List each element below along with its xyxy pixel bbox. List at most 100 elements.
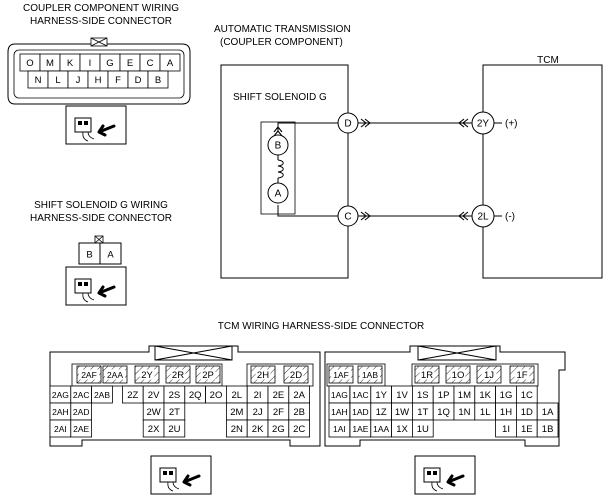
- connector-pin-1g: 1G: [495, 385, 517, 404]
- svg-text:2K: 2K: [252, 424, 264, 435]
- svg-text:1AE: 1AE: [352, 424, 368, 434]
- connector-pin-1aa: 1AA: [370, 419, 392, 438]
- svg-text:1B: 1B: [542, 424, 554, 435]
- svg-text:1F: 1F: [516, 370, 527, 381]
- svg-text:D: D: [135, 75, 142, 86]
- solenoid-connector: B A: [78, 235, 122, 265]
- connector-pin-2k: 2K: [246, 419, 269, 438]
- connector-pin-2ag: 2AG: [49, 385, 72, 404]
- svg-text:1AC: 1AC: [352, 390, 369, 400]
- coupler-connector-title-2: HARNESS-SIDE CONNECTOR: [30, 16, 172, 27]
- connector-pin-2ad: 2AD: [70, 402, 93, 421]
- connector-pin-2i: 2I: [246, 385, 269, 404]
- connector-pin-h: H: [87, 70, 109, 89]
- connector-pin-2ae: 2AE: [70, 419, 93, 438]
- svg-text:1Z: 1Z: [376, 407, 387, 418]
- connector-pin-2ac: 2AC: [70, 385, 93, 404]
- svg-text:2O: 2O: [210, 390, 223, 401]
- svg-text:I: I: [89, 58, 92, 69]
- connector-pin-2c: 2C: [288, 419, 310, 438]
- svg-text:J: J: [76, 75, 81, 86]
- svg-text:1AH: 1AH: [331, 407, 348, 417]
- svg-text:1X: 1X: [396, 424, 408, 435]
- svg-text:2U: 2U: [168, 424, 180, 435]
- connector-pin-2s: 2S: [163, 385, 186, 404]
- connector-pin-2ai: 2AI: [49, 419, 72, 438]
- connector-pin-1q: 1Q: [432, 402, 455, 421]
- connector-pin-1x: 1X: [391, 419, 413, 438]
- automatic-transmission-label: AUTOMATIC TRANSMISSION: [214, 24, 351, 35]
- polarity-negative: (-): [505, 212, 515, 223]
- svg-text:2W: 2W: [146, 407, 160, 418]
- svg-text:2Y: 2Y: [477, 119, 490, 130]
- svg-text:1Y: 1Y: [375, 390, 387, 401]
- svg-text:1V: 1V: [396, 390, 408, 401]
- coupler-component-label: (COUPLER COMPONENT): [220, 37, 343, 48]
- connector-pin-2j: 2J: [246, 402, 269, 421]
- solenoid-connector-pin-b: B: [86, 250, 92, 261]
- svg-text:1L: 1L: [480, 407, 491, 418]
- connector-pin-k: K: [59, 53, 81, 72]
- svg-text:1G: 1G: [500, 390, 513, 401]
- connector-view-icon: [150, 455, 212, 495]
- automatic-transmission-box: [220, 64, 349, 279]
- connector-pin-d: D: [127, 70, 149, 89]
- connector-pin-a: A: [159, 53, 181, 72]
- svg-text:1R: 1R: [421, 370, 433, 381]
- svg-text:1P: 1P: [438, 390, 450, 401]
- tcm-connector-left: [49, 345, 321, 447]
- svg-text:O: O: [26, 58, 33, 69]
- connector-pin-1t: 1T: [411, 402, 434, 421]
- svg-text:1M: 1M: [458, 390, 471, 401]
- svg-text:1O: 1O: [452, 370, 465, 381]
- coupler-connector-title-1: COUPLER COMPONENT WIRING: [23, 3, 179, 14]
- connector-pin-1b: 1B: [536, 419, 559, 438]
- tcm-terminal-2y: 2Y: [471, 111, 495, 135]
- svg-text:2N: 2N: [231, 424, 243, 435]
- svg-text:1D: 1D: [521, 407, 533, 418]
- svg-text:2AF: 2AF: [81, 370, 97, 380]
- svg-text:1U: 1U: [417, 424, 429, 435]
- svg-text:1T: 1T: [417, 407, 428, 418]
- connector-pin-1e: 1E: [516, 419, 538, 438]
- svg-text:1A: 1A: [542, 407, 554, 418]
- svg-text:1W: 1W: [395, 407, 409, 418]
- connector-pin-1p: 1P: [432, 385, 455, 404]
- connector-pin-2f: 2F: [267, 402, 290, 421]
- svg-text:1I: 1I: [502, 424, 510, 435]
- connector-view-icon: [65, 266, 127, 306]
- connector-pin-2v: 2V: [142, 385, 165, 404]
- connector-pin-1ac: 1AC: [349, 385, 372, 404]
- connector-chevrons: [273, 118, 469, 221]
- svg-text:2H: 2H: [257, 370, 269, 381]
- connector-pin-1i: 1I: [495, 419, 517, 438]
- svg-text:N: N: [35, 75, 42, 86]
- connector-pin-1m: 1M: [453, 385, 476, 404]
- svg-text:F: F: [115, 75, 121, 86]
- svg-text:2L: 2L: [232, 390, 243, 401]
- connector-pin-2x: 2X: [142, 419, 165, 438]
- connector-pin-1z: 1Z: [370, 402, 392, 421]
- connector-pin-2a: 2A: [288, 385, 310, 404]
- svg-text:2AH: 2AH: [52, 407, 69, 417]
- connector-pin-2z: 2Z: [122, 385, 144, 404]
- connector-pin-o: O: [19, 53, 41, 72]
- connector-pin-1r: 1R: [414, 365, 440, 384]
- connector-pin-2ab: 2AB: [91, 385, 113, 404]
- svg-text:B: B: [275, 141, 282, 152]
- connector-pin-2r: 2R: [165, 365, 191, 384]
- svg-text:2V: 2V: [148, 390, 160, 401]
- solenoid-terminal-b: B: [267, 134, 289, 156]
- wires: [260, 121, 502, 217]
- svg-text:2X: 2X: [148, 424, 160, 435]
- svg-text:2Y: 2Y: [141, 370, 153, 381]
- connector-pin-1ag: 1AG: [328, 385, 351, 404]
- connector-pin-2ah: 2AH: [49, 402, 72, 421]
- connector-view-icon: [65, 105, 127, 145]
- connector-pin-2b: 2B: [288, 402, 310, 421]
- shift-solenoid-label: SHIFT SOLENOID G: [233, 92, 327, 103]
- svg-text:1S: 1S: [417, 390, 429, 401]
- connector-pin-1j: 1J: [476, 365, 502, 384]
